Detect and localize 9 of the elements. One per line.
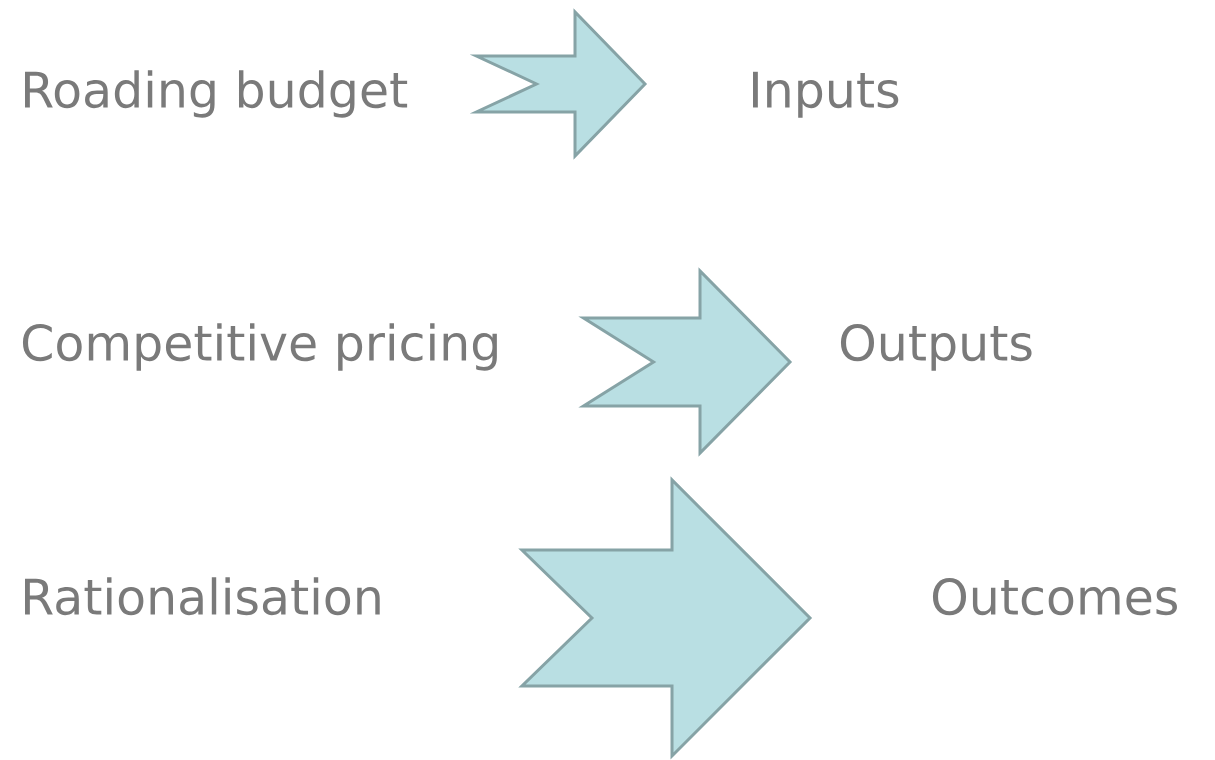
chevron-arrow — [578, 267, 793, 457]
label-text: Outputs — [840, 324, 1032, 371]
label-text: Inputs — [753, 71, 899, 118]
label-text: Roading budget — [25, 70, 408, 118]
chevron-arrow — [518, 476, 813, 760]
label-text: Competitive pricing — [22, 323, 497, 371]
chevron-arrow — [469, 8, 648, 160]
label-text: Outcomes — [932, 578, 1177, 616]
label-text: Rationalisation — [25, 577, 380, 616]
